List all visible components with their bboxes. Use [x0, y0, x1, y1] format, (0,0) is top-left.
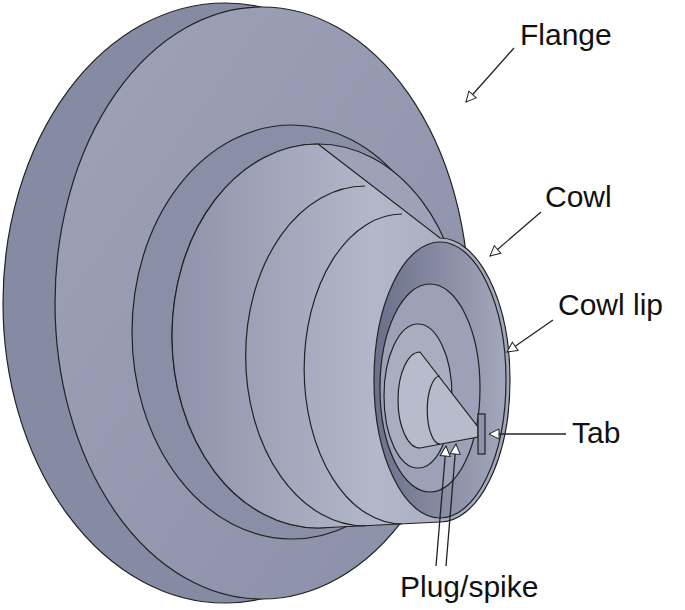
cowl-cone	[172, 144, 510, 528]
leader-line	[490, 212, 541, 256]
leader-line	[489, 433, 566, 434]
leader-lines	[436, 48, 566, 566]
leader-line	[466, 48, 514, 102]
part-label: Flange	[520, 20, 612, 50]
part-drawing	[3, 3, 510, 603]
leader-line	[446, 444, 456, 566]
part-label: Plug/spike	[400, 572, 538, 602]
tab	[478, 414, 485, 454]
leader-line	[507, 320, 553, 352]
cowl-lip	[374, 242, 506, 518]
plug-spike	[398, 352, 478, 448]
plug-step-line	[427, 376, 440, 444]
part-label: Tab	[572, 418, 620, 448]
cowl-band-line	[246, 186, 365, 526]
leader-line	[436, 446, 446, 566]
inner-duct	[380, 284, 480, 492]
part-label: Cowl lip	[558, 290, 663, 320]
part-label: Cowl	[545, 182, 612, 212]
